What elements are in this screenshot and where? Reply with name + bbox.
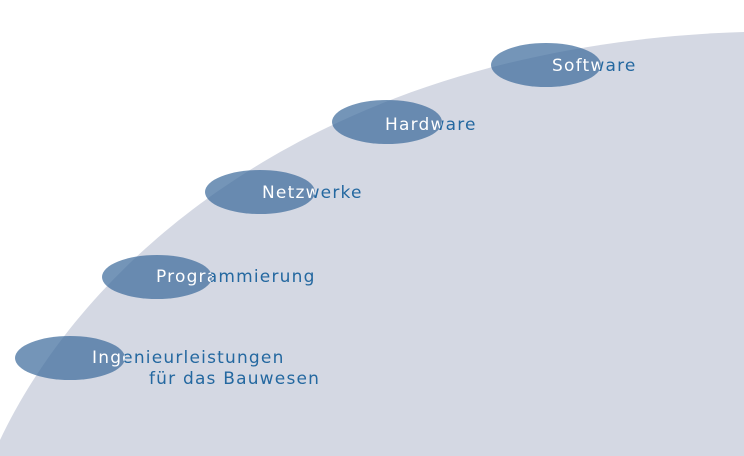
step-software: Software [491, 43, 637, 87]
step-label: Programmierung [156, 267, 316, 287]
step-label: Netzwerke [262, 183, 363, 203]
step-ellipse [15, 336, 125, 380]
step-networks: Netzwerke [205, 170, 363, 214]
step-programming: Programmierung [102, 255, 316, 299]
step-label: Software [552, 56, 637, 76]
step-ellipse [491, 43, 601, 87]
step-label: Hardware [385, 115, 477, 135]
step-engineering: Ingenieurleistungen für das Bauwesen [15, 336, 320, 389]
step-hardware: Hardware [332, 100, 477, 144]
step-label-line2: für das Bauwesen [149, 369, 320, 389]
step-ellipse [205, 170, 315, 214]
background-curve [0, 32, 744, 456]
step-ellipse [102, 255, 212, 299]
step-ellipse [332, 100, 442, 144]
step-label: Ingenieurleistungen [92, 348, 285, 368]
